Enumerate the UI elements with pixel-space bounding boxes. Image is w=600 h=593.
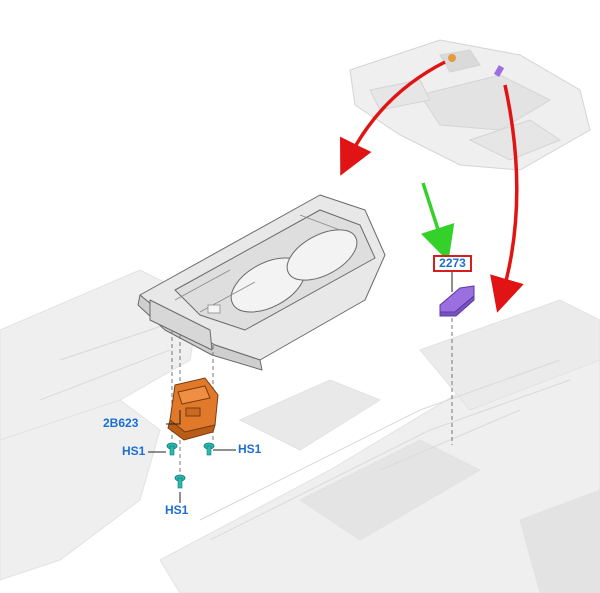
callout-hs1-right: HS1 [238, 442, 262, 456]
background-floor-structure [0, 269, 600, 593]
callout-hs1-bottom: HS1 [165, 503, 189, 517]
background-rail-detail [39, 319, 571, 541]
console-panel [137, 194, 386, 371]
screw-right [203, 442, 215, 456]
screw-bottom [174, 474, 186, 489]
floor-part-2273 [439, 285, 475, 317]
screw-left [166, 442, 178, 456]
callout-hs1-left: HS1 [122, 444, 146, 458]
removal-arrow-left [340, 60, 446, 176]
leader-lines [148, 270, 453, 503]
bracket-2b623 [167, 377, 219, 441]
callout-box-2273 [433, 255, 472, 272]
console-panel-detail [174, 214, 341, 314]
callout-2b623: 2B623 [103, 416, 139, 430]
callout-2273: 2273 [439, 256, 466, 270]
overview-part-location [493, 65, 505, 77]
removal-arrow-right [490, 84, 524, 313]
overview-bracket-location [448, 54, 456, 62]
install-arrow [420, 182, 455, 262]
